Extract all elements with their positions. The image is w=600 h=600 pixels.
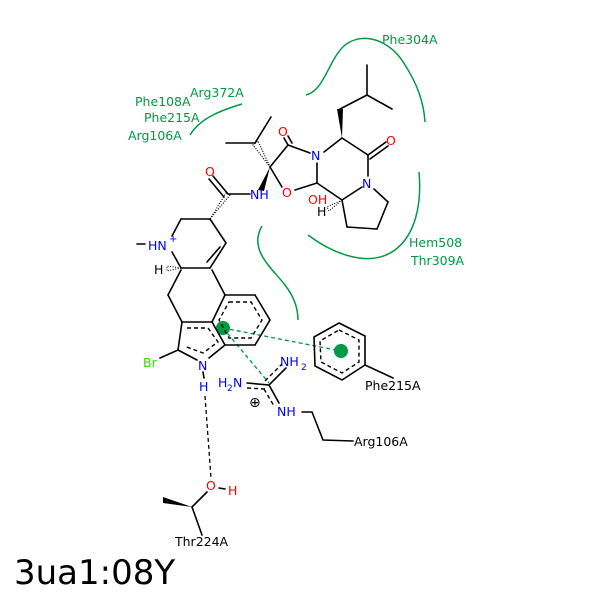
label-phe108: Phe108A — [135, 94, 191, 109]
charge-icon: ⊕ — [249, 395, 261, 411]
label-phe215: Phe215A — [365, 378, 421, 393]
atom-h2n: H — [218, 375, 227, 390]
contour-hem508 — [307, 171, 421, 260]
thr224-residue — [163, 487, 226, 536]
atom-n: N — [311, 148, 320, 163]
label-arg106-hydrophobic: Arg106A — [128, 128, 182, 143]
residue-labels: Phe304A Phe108A Arg372A Phe215A Arg106A … — [128, 32, 465, 549]
atom-h: H — [228, 483, 237, 498]
subscript: 2 — [301, 363, 307, 373]
atom-br: Br — [143, 355, 158, 370]
cation-pi-line — [222, 327, 270, 384]
phe215-residue — [313, 322, 394, 381]
contour-phe304 — [305, 37, 426, 123]
label-hem508: Hem508 — [409, 235, 462, 250]
atom-h: H — [199, 379, 208, 394]
atom-o: O — [206, 478, 216, 493]
label-phe215-hydrophobic: Phe215A — [144, 110, 200, 125]
label-arg106: Arg106A — [354, 434, 408, 449]
label-phe304: Phe304A — [382, 32, 438, 47]
atom-hn-plus: HN — [148, 238, 167, 253]
ring-centroid-phe215 — [334, 344, 348, 358]
diagram-title: 3ua1:08Y — [14, 553, 175, 593]
atom-o: O — [386, 133, 396, 148]
ligand-bonds — [136, 64, 393, 379]
charge-plus: + — [169, 234, 177, 245]
atom-n: N — [362, 176, 371, 191]
subscript: 2 — [227, 384, 233, 394]
atom-o: O — [282, 185, 292, 200]
atom-nh2: NH — [280, 354, 299, 369]
contour-arg372 — [189, 103, 243, 136]
atom-o: O — [205, 164, 215, 179]
interactions — [204, 321, 348, 479]
contour-left — [257, 225, 299, 321]
arg106-residue — [246, 363, 354, 442]
atom-h: H — [154, 262, 163, 277]
label-thr224: Thr224A — [174, 534, 229, 549]
pi-stacking-line — [222, 327, 342, 352]
atom-nh: NH — [277, 404, 296, 419]
hydrophobic-contours — [189, 37, 426, 321]
hydrogen-bond-line — [204, 395, 212, 479]
label-thr309: Thr309A — [410, 253, 465, 268]
atom-o: O — [278, 124, 288, 139]
label-arg372: Arg372A — [190, 85, 244, 100]
atom-h2n: N — [233, 375, 242, 390]
atom-labels: O NH O N O N O OH H HN + H Br N H NH 2 H… — [143, 124, 396, 498]
atom-oh: OH — [308, 192, 327, 207]
ring-centroid-ligand — [216, 321, 230, 335]
atom-h: H — [317, 204, 326, 219]
atom-nh: NH — [250, 187, 269, 202]
atom-n: N — [198, 358, 207, 373]
